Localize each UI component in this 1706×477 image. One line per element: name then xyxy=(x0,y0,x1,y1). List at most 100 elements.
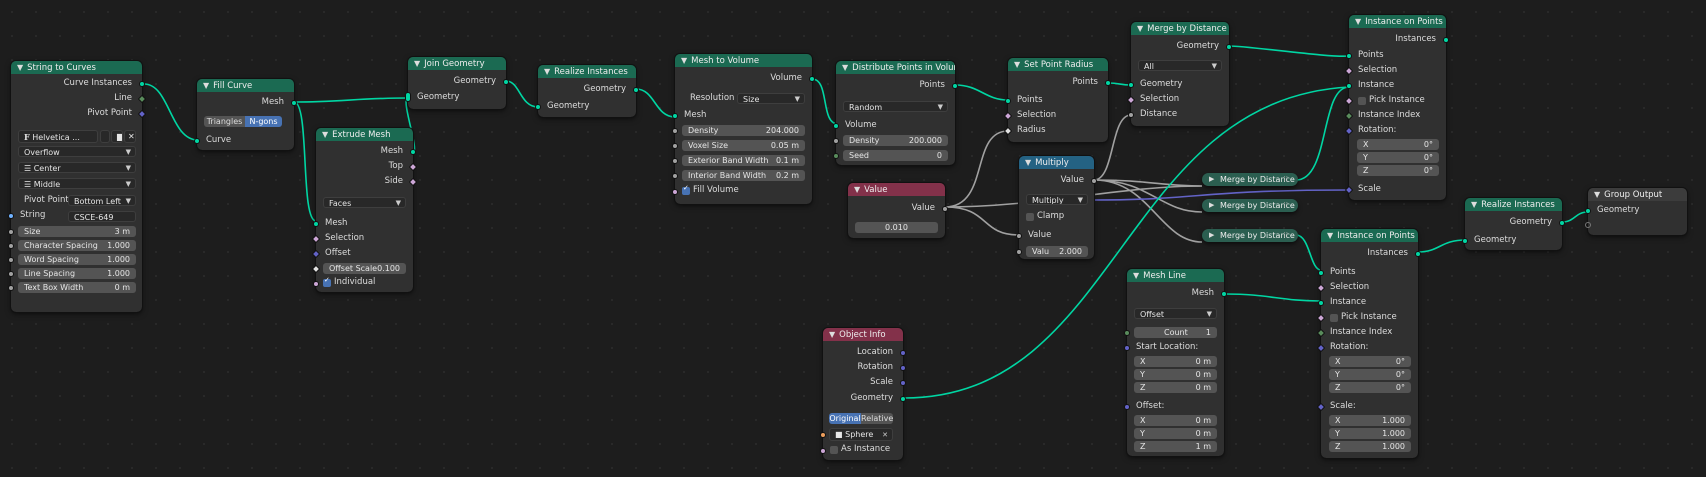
clamp-checkbox[interactable] xyxy=(1026,213,1034,221)
object-selector[interactable]: ■ Sphere✕ xyxy=(829,428,893,441)
socket-instances-out[interactable] xyxy=(1415,251,1421,257)
chevron-down-icon[interactable]: ▼ xyxy=(681,56,688,65)
operation-dropdown[interactable]: Multiply▼ xyxy=(1026,194,1088,205)
socket-points-in[interactable] xyxy=(1318,270,1324,276)
socket-rotation[interactable] xyxy=(900,365,906,371)
node-realize-instances-2[interactable]: ▼Realize Instances Geometry Geometry xyxy=(1462,197,1565,251)
chevron-down-icon[interactable]: ▼ xyxy=(1471,200,1478,209)
node-string-to-curves[interactable]: ▼String to Curves Curve Instances Line P… xyxy=(8,60,147,313)
socket-exterior-band[interactable] xyxy=(672,158,678,164)
node-instance-on-points-1[interactable]: ▼Instance on Points Instances Points Sel… xyxy=(1344,14,1449,201)
socket-empty[interactable] xyxy=(1585,222,1591,228)
socket-size[interactable] xyxy=(8,229,14,235)
individual-checkbox[interactable] xyxy=(323,276,331,287)
mode-dropdown[interactable]: Offset▼ xyxy=(1134,308,1217,319)
node-header[interactable]: ▼Fill Curve xyxy=(197,79,294,92)
align-x-dropdown[interactable]: ☰ Center▼ xyxy=(18,162,136,173)
mode-triangles-button[interactable]: Triangles xyxy=(204,116,245,127)
chevron-right-icon[interactable]: ▶ xyxy=(1209,201,1215,209)
socket-mesh-out[interactable] xyxy=(1221,291,1227,297)
node-merge-by-distance-collapsed-2[interactable]: ▶ Merge by Distance ⁞⁞ xyxy=(1202,199,1298,212)
socket-mesh-out[interactable] xyxy=(410,149,416,155)
socket-individual[interactable] xyxy=(313,281,319,287)
socket-geometry-out[interactable] xyxy=(1226,44,1232,50)
socket-geometry-out[interactable] xyxy=(1559,220,1565,226)
socket-scale[interactable] xyxy=(900,380,906,386)
socket-mesh-out[interactable] xyxy=(291,100,297,106)
socket-mesh-in[interactable] xyxy=(313,221,319,227)
string-input[interactable]: CSCE-649 xyxy=(68,211,136,222)
socket-points-out[interactable] xyxy=(1105,80,1111,86)
node-distribute-points[interactable]: ▼Distribute Points in Volume Points Rand… xyxy=(833,60,958,166)
node-extrude-mesh[interactable]: ▼Extrude Mesh Mesh Top Side Faces▼ Mesh … xyxy=(311,127,418,293)
node-header[interactable]: ▼Instance on Points xyxy=(1321,229,1418,242)
node-set-point-radius[interactable]: ▼Set Point Radius Points Points Selectio… xyxy=(1003,57,1111,143)
align-y-dropdown[interactable]: ☰ Middle▼ xyxy=(18,178,136,189)
node-merge-by-distance-collapsed-3[interactable]: ▶ Merge by Distance ⁞⁞ xyxy=(1202,229,1298,242)
chevron-down-icon[interactable]: ▼ xyxy=(1133,271,1140,280)
chevron-right-icon[interactable]: ▶ xyxy=(1209,175,1215,183)
socket-curve-in[interactable] xyxy=(194,138,200,144)
chevron-down-icon[interactable]: ▼ xyxy=(1137,24,1144,33)
chevron-down-icon[interactable]: ▼ xyxy=(1014,60,1021,69)
socket-value-out[interactable] xyxy=(942,206,948,212)
chevron-down-icon[interactable]: ▼ xyxy=(1025,158,1032,167)
node-merge-by-distance[interactable]: ▼Merge by Distance Geometry All▼ Geometr… xyxy=(1126,21,1232,127)
overflow-dropdown[interactable]: Overflow▼ xyxy=(18,146,136,157)
socket-start-location[interactable] xyxy=(1124,345,1130,351)
socket-mesh-in[interactable] xyxy=(672,113,678,119)
socket-geometry-in[interactable] xyxy=(1128,82,1134,88)
node-header[interactable]: ▼Realize Instances xyxy=(538,65,636,78)
pick-instance-checkbox[interactable] xyxy=(1358,97,1366,105)
node-merge-by-distance-collapsed-1[interactable]: ▶ Merge by Distance ⁞⁞ xyxy=(1202,173,1298,186)
socket-as-instance[interactable] xyxy=(820,448,826,454)
close-icon[interactable]: ✕ xyxy=(882,431,888,439)
node-multiply[interactable]: ▼Multiply Value Multiply▼ Clamp Value Va… xyxy=(1016,155,1097,260)
node-mesh-to-volume[interactable]: ▼Mesh to Volume Volume Resolution Size▼ … xyxy=(672,53,815,205)
socket-string[interactable] xyxy=(8,213,14,219)
pick-instance-checkbox[interactable] xyxy=(1330,314,1338,322)
node-header[interactable]: ▼Multiply xyxy=(1019,156,1094,169)
node-header[interactable]: ▼Join Geometry xyxy=(408,57,506,70)
chevron-right-icon[interactable]: ▶ xyxy=(1209,231,1215,239)
socket-geometry-out[interactable] xyxy=(633,87,639,93)
socket-text-box-width[interactable] xyxy=(8,285,14,291)
node-group-output[interactable]: ▼Group Output Geometry xyxy=(1585,187,1688,236)
mode-dropdown[interactable]: Random▼ xyxy=(843,101,948,112)
socket-points-in[interactable] xyxy=(1005,98,1011,104)
socket-geometry-multi-in[interactable] xyxy=(405,92,411,102)
font-selector[interactable]: F Helvetica ... xyxy=(18,130,98,143)
chevron-down-icon[interactable]: ▼ xyxy=(829,330,836,339)
socket-offset[interactable] xyxy=(1124,404,1130,410)
resolution-dropdown[interactable]: Size▼ xyxy=(737,93,805,104)
socket-density[interactable] xyxy=(672,128,678,134)
node-join-geometry[interactable]: ▼Join Geometry Geometry Geometry xyxy=(405,56,509,110)
close-icon[interactable]: ✕ xyxy=(124,130,136,143)
node-header[interactable]: ▼Distribute Points in Volume xyxy=(836,61,955,74)
socket-points-in[interactable] xyxy=(1346,53,1352,59)
socket-value-in-2[interactable] xyxy=(1016,249,1022,255)
chevron-down-icon[interactable]: ▼ xyxy=(17,63,24,72)
as-instance-checkbox[interactable] xyxy=(830,446,838,454)
